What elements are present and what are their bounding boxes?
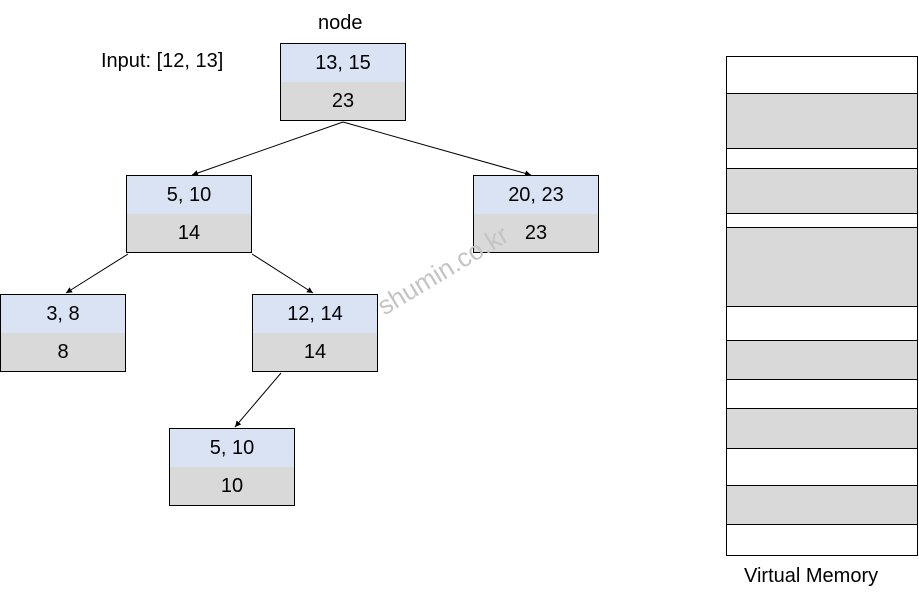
node-header-label: node bbox=[318, 12, 363, 34]
node-interval: 13, 15 bbox=[281, 44, 405, 83]
input-label: Input: [12, 13] bbox=[101, 50, 224, 72]
tree-node-right: 20, 23 23 bbox=[473, 175, 599, 253]
virtual-memory-column bbox=[726, 56, 918, 556]
edge-left-leftright bbox=[251, 253, 314, 294]
tree-node-left: 5, 10 14 bbox=[126, 175, 252, 253]
tree-node-root: 13, 15 23 bbox=[280, 43, 406, 121]
tree-node-left-right: 12, 14 14 bbox=[252, 294, 378, 372]
memory-used-segment bbox=[727, 408, 917, 449]
node-max: 23 bbox=[281, 82, 405, 120]
node-max: 10 bbox=[170, 467, 294, 505]
tree-node-left-right-left: 5, 10 10 bbox=[169, 428, 295, 506]
node-max: 14 bbox=[253, 333, 377, 371]
node-interval: 5, 10 bbox=[127, 176, 251, 215]
virtual-memory-label: Virtual Memory bbox=[744, 565, 879, 587]
memory-used-segment bbox=[727, 485, 917, 525]
node-max: 23 bbox=[474, 214, 598, 252]
edge-root-left bbox=[191, 121, 344, 176]
memory-used-segment bbox=[727, 227, 917, 307]
node-max: 8 bbox=[1, 333, 125, 371]
memory-used-segment bbox=[727, 168, 917, 214]
node-interval: 20, 23 bbox=[474, 176, 598, 215]
node-interval: 12, 14 bbox=[253, 295, 377, 334]
memory-used-segment bbox=[727, 93, 917, 149]
edge-left-leftleft bbox=[65, 253, 129, 294]
tree-node-left-left: 3, 8 8 bbox=[0, 294, 126, 372]
edge-leftright-child bbox=[234, 372, 282, 428]
node-interval: 5, 10 bbox=[170, 429, 294, 468]
node-max: 14 bbox=[127, 214, 251, 252]
memory-used-segment bbox=[727, 340, 917, 380]
edge-root-right bbox=[342, 121, 532, 177]
node-interval: 3, 8 bbox=[1, 295, 125, 334]
